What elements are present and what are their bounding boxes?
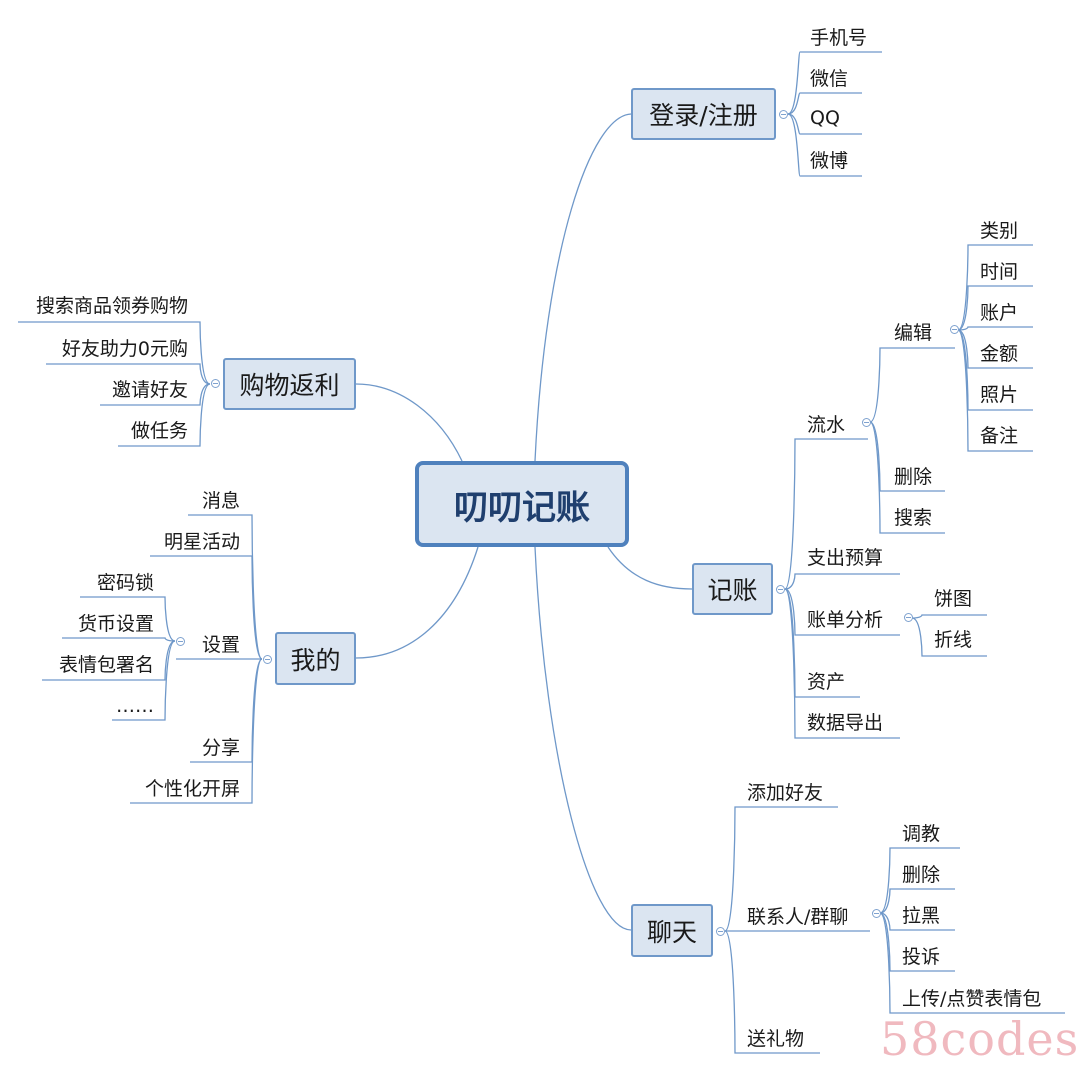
line-bookkeeping-2 xyxy=(784,588,900,636)
edit-note[interactable]: 备注 xyxy=(980,424,1019,447)
line-contacts-4 xyxy=(879,912,1065,1014)
mine-share[interactable]: 分享 xyxy=(201,736,240,759)
login-wechat[interactable]: 微信 xyxy=(810,67,849,90)
flow-search[interactable]: 搜索 xyxy=(894,506,933,529)
contacts-report[interactable]: 投诉 xyxy=(902,945,941,968)
bill-analysis[interactable]: 账单分析 xyxy=(807,608,884,631)
shopping-friend-help[interactable]: 好友助力0元购 xyxy=(61,337,188,360)
line-analysis-1 xyxy=(911,617,987,657)
line-contacts-3 xyxy=(879,912,955,972)
settings-ellipsis[interactable]: …… xyxy=(116,695,154,717)
line-edit-1 xyxy=(957,285,1033,331)
line-edit-2 xyxy=(957,326,1033,331)
branch-shopping[interactable]: 购物返利 xyxy=(223,358,356,410)
expense-budget[interactable]: 支出预算 xyxy=(807,546,884,569)
mine-star-activity[interactable]: 明星活动 xyxy=(163,530,240,553)
login-qq[interactable]: QQ xyxy=(810,107,840,129)
line-flow-0 xyxy=(869,347,955,423)
send-gift[interactable]: 送礼物 xyxy=(747,1027,805,1050)
collapse-toggle-contacts[interactable] xyxy=(872,909,881,918)
line-root-bookkeeping xyxy=(607,546,693,590)
line-analysis-0 xyxy=(911,614,987,619)
edit-time[interactable]: 时间 xyxy=(980,260,1019,283)
shopping-task[interactable]: 做任务 xyxy=(130,419,188,442)
line-shopping-3 xyxy=(118,383,211,447)
add-friend[interactable]: 添加好友 xyxy=(747,781,824,804)
line-mine-0 xyxy=(188,514,263,660)
collapse-toggle-edit[interactable] xyxy=(950,325,959,334)
contacts-delete[interactable]: 删除 xyxy=(902,863,941,886)
analysis-pie[interactable]: 饼图 xyxy=(934,587,973,610)
root-node[interactable]: 叨叨记账 xyxy=(415,461,629,547)
line-flow-1 xyxy=(869,421,945,492)
line-login-0 xyxy=(787,51,882,115)
line-settings-3 xyxy=(112,640,176,721)
line-settings-1 xyxy=(62,637,176,642)
line-contacts-1 xyxy=(879,888,955,914)
settings-currency[interactable]: 货币设置 xyxy=(77,612,154,635)
login-phone[interactable]: 手机号 xyxy=(810,26,868,49)
line-contacts-2 xyxy=(879,912,955,931)
line-login-2 xyxy=(787,113,862,135)
edit-account[interactable]: 账户 xyxy=(980,301,1019,324)
branch-mine[interactable]: 我的 xyxy=(275,632,356,685)
flow-delete[interactable]: 删除 xyxy=(894,465,933,488)
line-login-3 xyxy=(787,113,862,177)
line-bookkeeping-4 xyxy=(784,588,900,739)
watermark: 58codes xyxy=(880,1012,1080,1066)
line-contacts-0 xyxy=(879,847,960,914)
mine-messages[interactable]: 消息 xyxy=(201,489,240,512)
collapse-toggle-settings[interactable] xyxy=(176,637,185,646)
line-root-login xyxy=(534,113,632,462)
assets-node[interactable]: 资产 xyxy=(807,670,846,693)
branch-bookkeeping[interactable]: 记账 xyxy=(692,563,773,615)
mine-splash[interactable]: 个性化开屏 xyxy=(144,777,240,800)
collapse-toggle-mine[interactable] xyxy=(263,655,272,664)
flow-node[interactable]: 流水 xyxy=(807,413,846,436)
line-chat-2 xyxy=(724,930,820,1054)
line-shopping-1 xyxy=(46,363,211,385)
collapse-toggle-login[interactable] xyxy=(779,110,788,119)
line-flow-2 xyxy=(869,421,945,534)
settings-password-lock[interactable]: 密码锁 xyxy=(96,571,154,594)
edit-node[interactable]: 编辑 xyxy=(894,321,933,344)
line-bookkeeping-0 xyxy=(784,438,868,590)
collapse-toggle-chat[interactable] xyxy=(716,927,725,936)
collapse-toggle-shopping[interactable] xyxy=(211,379,220,388)
edit-category[interactable]: 类别 xyxy=(980,219,1019,242)
mine-settings[interactable]: 设置 xyxy=(201,633,240,656)
branch-chat[interactable]: 聊天 xyxy=(631,904,713,957)
line-root-shopping xyxy=(355,383,463,462)
shopping-search-coupon[interactable]: 搜索商品领券购物 xyxy=(35,294,188,317)
data-export[interactable]: 数据导出 xyxy=(807,711,884,734)
collapse-toggle-flow[interactable] xyxy=(862,418,871,427)
line-bookkeeping-1 xyxy=(784,573,900,590)
contacts-sticker[interactable]: 上传/点赞表情包 xyxy=(902,987,1042,1010)
contacts-group[interactable]: 联系人/群聊 xyxy=(747,905,849,928)
line-login-1 xyxy=(787,92,862,115)
line-shopping-2 xyxy=(100,383,211,406)
shopping-invite[interactable]: 邀请好友 xyxy=(111,378,188,401)
line-settings-0 xyxy=(80,596,176,642)
analysis-line[interactable]: 折线 xyxy=(934,628,973,651)
line-mine-4 xyxy=(130,658,263,804)
settings-sticker-sign[interactable]: 表情包署名 xyxy=(58,653,154,676)
edit-amount[interactable]: 金额 xyxy=(980,342,1019,365)
line-root-chat xyxy=(534,546,632,931)
login-weibo[interactable]: 微博 xyxy=(810,149,849,172)
line-shopping-0 xyxy=(18,321,211,385)
edit-photo[interactable]: 照片 xyxy=(980,383,1019,406)
line-root-mine xyxy=(355,546,479,659)
line-mine-1 xyxy=(150,555,263,660)
collapse-toggle-bookkeeping[interactable] xyxy=(776,585,785,594)
line-edit-5 xyxy=(957,329,1033,452)
line-edit-0 xyxy=(957,244,1033,331)
branch-login[interactable]: 登录/注册 xyxy=(631,88,776,140)
contacts-train[interactable]: 调教 xyxy=(902,822,941,845)
collapse-toggle-analysis[interactable] xyxy=(904,613,913,622)
line-chat-0 xyxy=(724,806,838,932)
contacts-block[interactable]: 拉黑 xyxy=(902,904,941,927)
